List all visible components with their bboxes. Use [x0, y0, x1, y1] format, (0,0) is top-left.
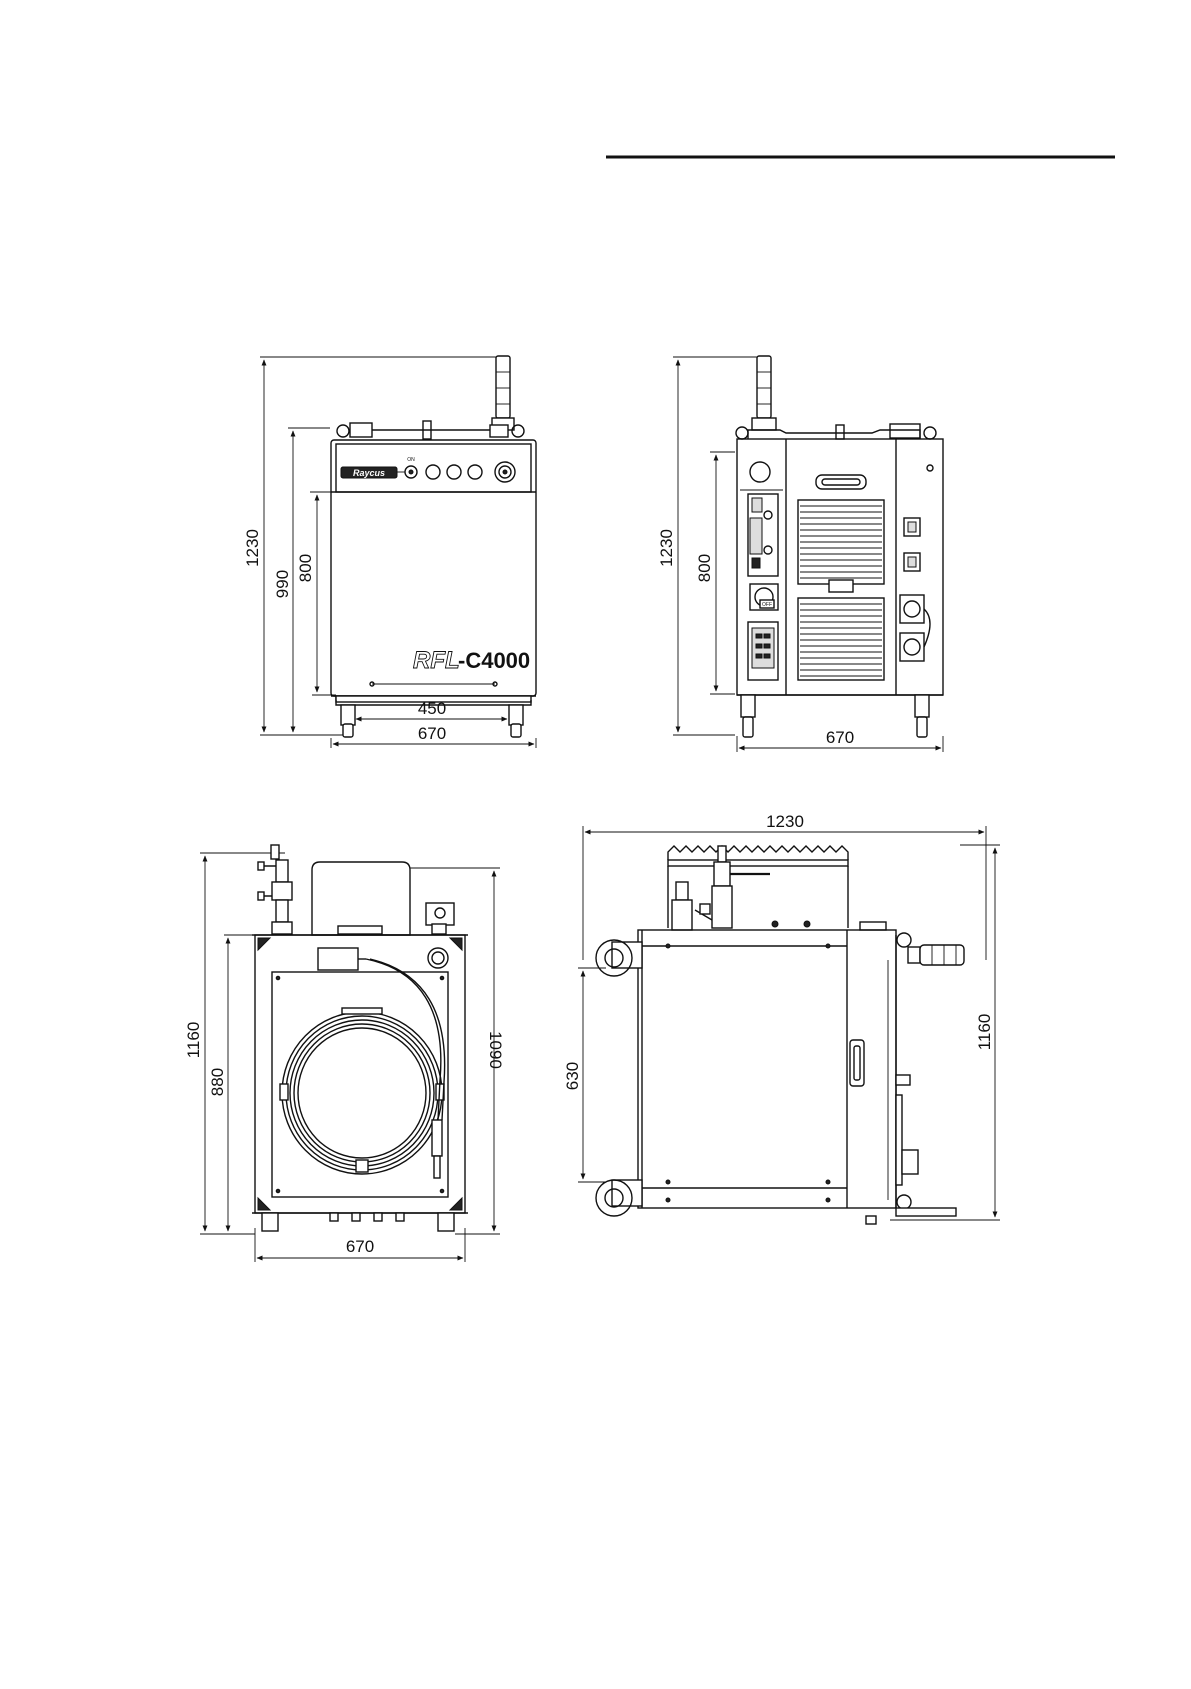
- dimension-670-rear: 670: [255, 1228, 465, 1262]
- dimension-1160-rear: 1160: [184, 853, 285, 1234]
- dim-label-670-side: 670: [826, 728, 854, 747]
- vent-grille-lower: [800, 604, 882, 676]
- dimension-1230-top: 1230: [583, 812, 986, 960]
- vent-grille-upper: [800, 506, 882, 578]
- dim-label-1160-top: 1160: [975, 1014, 994, 1051]
- side-view: 1230 800: [657, 356, 943, 752]
- dimension-1090: 1090: [410, 868, 505, 1234]
- dim-label-1230: 1230: [243, 529, 262, 567]
- dim-label-800: 800: [296, 554, 315, 582]
- dim-label-1230-top: 1230: [766, 812, 804, 831]
- model-mark: RFL -C4000: [413, 647, 530, 674]
- dim-label-450: 450: [418, 699, 446, 718]
- dimension-800-side: 800: [695, 452, 735, 694]
- dim-label-670: 670: [418, 724, 446, 743]
- dim-label-800-side: 800: [695, 554, 714, 582]
- dimension-630: 630: [563, 968, 606, 1182]
- model-mark-prefix: RFL: [413, 647, 460, 674]
- model-mark-suffix: -C4000: [458, 648, 530, 673]
- dimension-1230-front: 1230: [243, 357, 500, 735]
- dimension-670-side: 670: [737, 728, 943, 752]
- fiber-coil: [280, 959, 445, 1178]
- side-small-label: OFF: [762, 602, 772, 608]
- dimension-880: 880: [208, 935, 256, 1231]
- dim-label-990: 990: [273, 570, 292, 598]
- dim-label-630: 630: [563, 1062, 582, 1090]
- svg-text:ON: ON: [407, 457, 415, 463]
- brand-logo-raycus: Raycus: [353, 468, 385, 478]
- dimension-670-front: 670: [331, 724, 536, 748]
- rear-view: 1160 880 1090: [184, 845, 505, 1262]
- dim-label-1090: 1090: [486, 1031, 505, 1069]
- front-view: 1230 990 800: [243, 356, 536, 748]
- dim-label-880: 880: [208, 1068, 227, 1096]
- top-view: 1230 1160 630: [563, 812, 1000, 1224]
- dim-label-1160-rear: 1160: [184, 1022, 203, 1059]
- dim-label-670-rear: 670: [346, 1237, 374, 1256]
- dim-label-1230-side: 1230: [657, 529, 676, 567]
- dimension-800-front: 800: [296, 492, 336, 695]
